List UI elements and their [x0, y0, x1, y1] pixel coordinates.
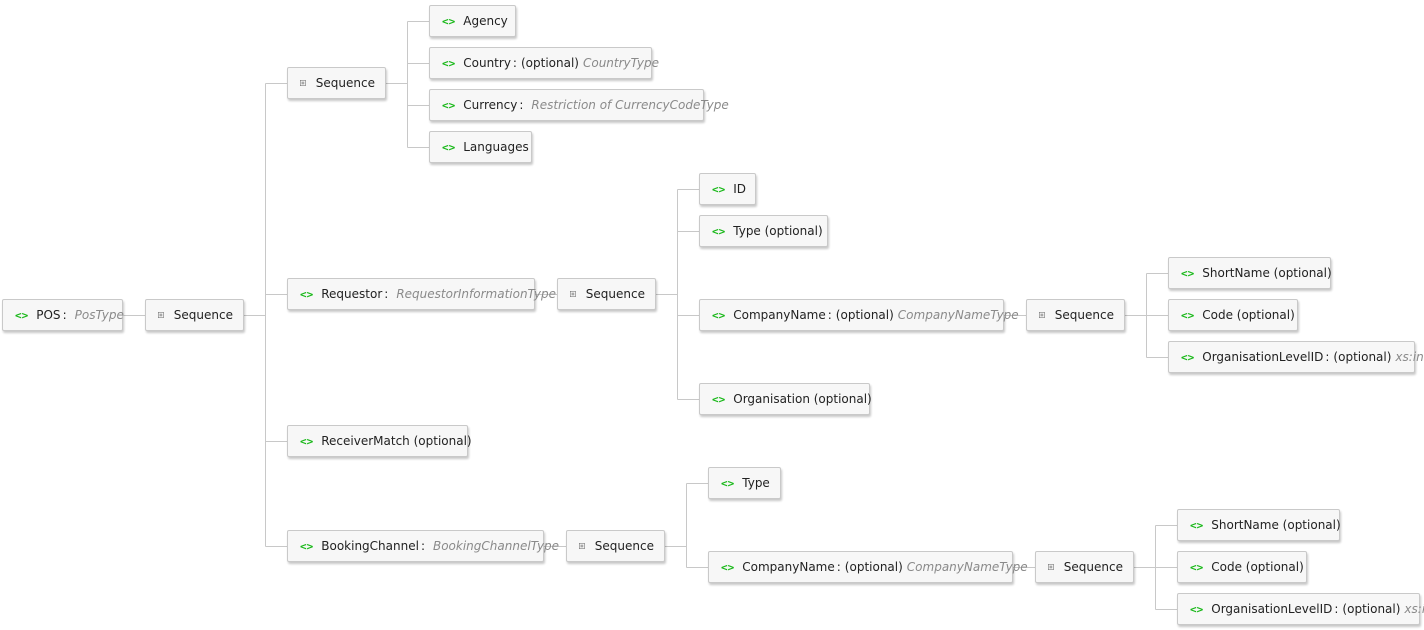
element-name: Type (optional)	[733, 224, 823, 238]
element-node-country[interactable]: <> Country: (optional) CountryType	[429, 47, 659, 79]
sequence-label: Sequence	[315, 76, 375, 90]
element-name: Code (optional)	[1202, 308, 1295, 322]
element-tag-icon: <>	[442, 14, 456, 28]
element-name: POS	[36, 308, 61, 322]
element-type: xs:int	[1404, 602, 1424, 616]
element-type: CompanyNameType	[906, 560, 1028, 574]
element-optional: (optional)	[520, 56, 579, 70]
element-name: ReceiverMatch (optional)	[321, 434, 472, 448]
element-tag-icon: <>	[300, 434, 314, 448]
sequence-node-bookingchannel[interactable]: Sequence	[566, 530, 665, 562]
element-tag-icon: <>	[1190, 518, 1204, 532]
element-name: ShortName (optional)	[1202, 266, 1332, 280]
element-type: PosType	[74, 308, 124, 322]
element-name: Requestor	[321, 287, 383, 301]
element-name: Type	[742, 476, 770, 490]
element-node-receivermatch[interactable]: <> ReceiverMatch (optional)	[287, 425, 472, 457]
sequence-icon	[300, 80, 306, 86]
element-tag-icon: <>	[1190, 560, 1204, 574]
element-name: Agency	[463, 14, 508, 28]
element-type: RequestorInformationType	[396, 287, 556, 301]
element-name: Country	[463, 56, 511, 70]
element-optional: (optional)	[835, 308, 894, 322]
sequence-node-pos[interactable]: Sequence	[145, 299, 244, 331]
element-node-agency[interactable]: <> Agency	[429, 5, 516, 37]
element-type: Restriction of CurrencyCodeType	[531, 98, 729, 112]
element-name: OrganisationLevelID	[1202, 350, 1324, 364]
element-tag-icon: <>	[712, 392, 726, 406]
element-node-organisationlevelid-bookingchannel[interactable]: <> OrganisationLevelID: (optional) xs:in…	[1177, 593, 1424, 625]
element-tag-icon: <>	[15, 308, 29, 322]
element-node-organisationlevelid-requestor[interactable]: <> OrganisationLevelID: (optional) xs:in…	[1168, 341, 1424, 373]
element-node-languages[interactable]: <> Languages	[429, 131, 532, 163]
element-node-pos[interactable]: <> POS: PosType	[2, 299, 124, 331]
element-node-bookingchannel[interactable]: <> BookingChannel: BookingChannelType	[287, 530, 559, 562]
element-tag-icon: <>	[442, 56, 456, 70]
element-optional: (optional)	[844, 560, 903, 574]
element-optional: (optional)	[1333, 350, 1392, 364]
element-tag-icon: <>	[1181, 308, 1195, 322]
element-node-code-requestor[interactable]: <> Code (optional)	[1168, 299, 1298, 331]
element-tag-icon: <>	[1190, 602, 1204, 616]
element-node-code-bookingchannel[interactable]: <> Code (optional)	[1177, 551, 1307, 583]
element-name: Code (optional)	[1211, 560, 1304, 574]
element-type: CompanyNameType	[897, 308, 1019, 322]
sequence-icon	[1048, 564, 1054, 570]
sequence-label: Sequence	[1054, 308, 1114, 322]
element-node-currency[interactable]: <> Currency: Restriction of CurrencyCode…	[429, 89, 729, 121]
element-tag-icon: <>	[1181, 350, 1195, 364]
element-tag-icon: <>	[721, 560, 735, 574]
sequence-node-top[interactable]: Sequence	[287, 67, 386, 99]
element-name: Currency	[463, 98, 518, 112]
element-tag-icon: <>	[442, 140, 456, 154]
element-node-requestor[interactable]: <> Requestor: RequestorInformationType	[287, 278, 556, 310]
element-node-id[interactable]: <> ID	[699, 173, 756, 205]
element-tag-icon: <>	[300, 539, 314, 553]
element-name: BookingChannel	[321, 539, 419, 553]
sequence-icon	[158, 312, 164, 318]
element-tag-icon: <>	[712, 182, 726, 196]
sequence-icon	[579, 543, 585, 549]
element-node-companyname-bookingchannel[interactable]: <> CompanyName: (optional) CompanyNameTy…	[708, 551, 1028, 583]
element-tag-icon: <>	[721, 476, 735, 490]
sequence-node-requestor[interactable]: Sequence	[557, 278, 656, 310]
element-node-type-optional[interactable]: <> Type (optional)	[699, 215, 828, 247]
element-name: OrganisationLevelID	[1211, 602, 1333, 616]
element-node-companyname-requestor[interactable]: <> CompanyName: (optional) CompanyNameTy…	[699, 299, 1019, 331]
sequence-node-companyname-requestor[interactable]: Sequence	[1026, 299, 1125, 331]
element-node-type-bookingchannel[interactable]: <> Type	[708, 467, 781, 499]
sequence-label: Sequence	[173, 308, 233, 322]
element-tag-icon: <>	[1181, 266, 1195, 280]
element-name: ShortName (optional)	[1211, 518, 1341, 532]
element-name: CompanyName	[733, 308, 826, 322]
element-tag-icon: <>	[442, 98, 456, 112]
element-name: CompanyName	[742, 560, 835, 574]
sequence-label: Sequence	[594, 539, 654, 553]
element-name: ID	[733, 182, 747, 196]
element-tag-icon: <>	[712, 308, 726, 322]
sequence-label: Sequence	[1063, 560, 1123, 574]
element-optional: (optional)	[1342, 602, 1401, 616]
sequence-node-companyname-bookingchannel[interactable]: Sequence	[1035, 551, 1134, 583]
sequence-icon	[570, 291, 576, 297]
sequence-icon	[1039, 312, 1045, 318]
element-tag-icon: <>	[300, 287, 314, 301]
element-tag-icon: <>	[712, 224, 726, 238]
element-node-shortname-bookingchannel[interactable]: <> ShortName (optional)	[1177, 509, 1341, 541]
sequence-label: Sequence	[585, 287, 645, 301]
element-node-shortname-requestor[interactable]: <> ShortName (optional)	[1168, 257, 1332, 289]
element-name: Organisation (optional)	[733, 392, 872, 406]
element-type: CountryType	[582, 56, 660, 70]
element-type: BookingChannelType	[432, 539, 560, 553]
element-name: Languages	[463, 140, 529, 154]
element-node-organisation[interactable]: <> Organisation (optional)	[699, 383, 872, 415]
element-type: xs:int	[1395, 350, 1424, 364]
